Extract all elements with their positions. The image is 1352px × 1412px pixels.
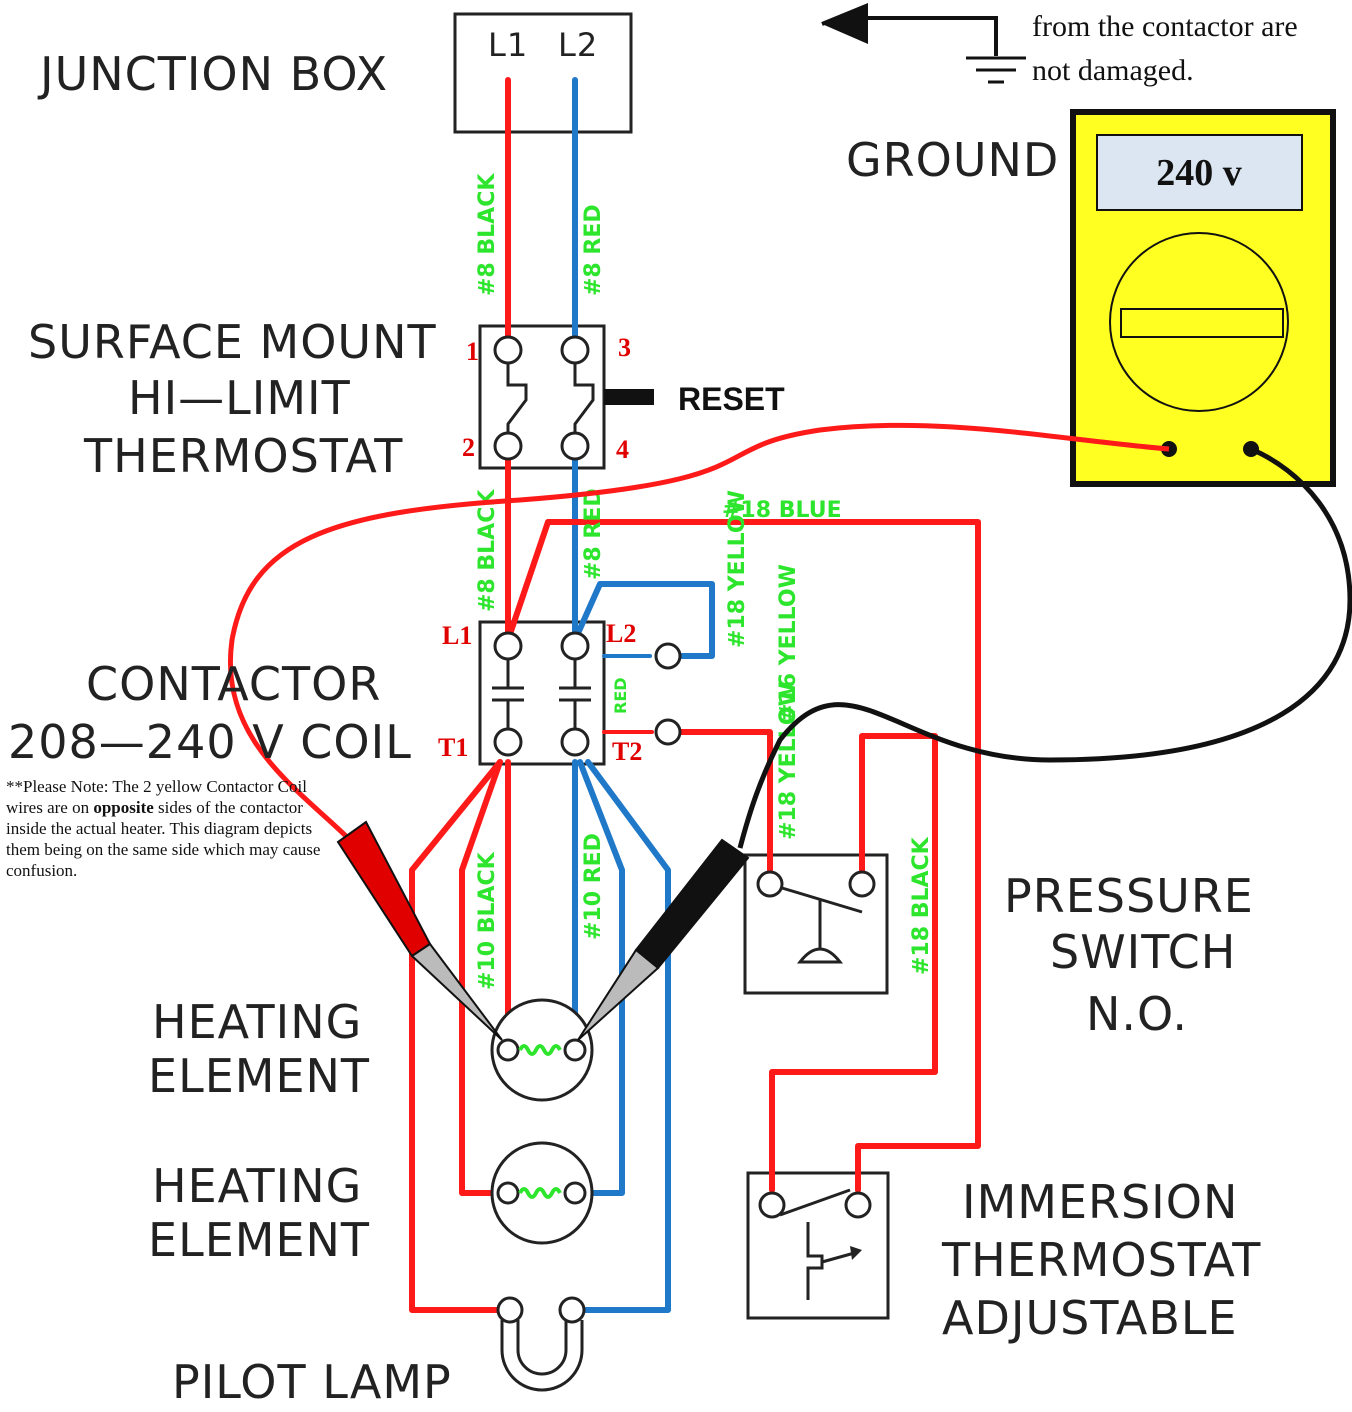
- reset-label: RESET: [678, 381, 785, 417]
- wire-label-8-black-mid: #8 BLACK: [475, 489, 500, 612]
- contactor-label-t1: T1: [438, 733, 468, 762]
- hi-limit-switch-left: [506, 363, 528, 433]
- wire-label-18-black: #18 BLACK: [909, 836, 934, 975]
- ground-icon: [966, 56, 1026, 84]
- contactor-coil-terminal-bottom: [654, 718, 682, 746]
- pressure-terminal-right: [848, 870, 876, 898]
- junction-box: [453, 12, 633, 134]
- label-switch: SWITCH: [1050, 925, 1236, 979]
- wire-t2-element-b: [577, 759, 625, 1196]
- heating-element-b: [490, 1141, 594, 1245]
- immersion-terminal-left: [758, 1191, 786, 1219]
- side-note-bold: opposite: [93, 798, 154, 817]
- wire-label-16-yellow: #16 YELLOW: [776, 564, 801, 722]
- hi-limit-terminal-2: [493, 431, 523, 461]
- hi-limit-label-1: 1: [466, 337, 479, 366]
- label-immersion: IMMERSION: [962, 1175, 1238, 1229]
- pressure-terminal-left: [756, 870, 784, 898]
- top-note-line1: from the contactor are: [1032, 10, 1298, 43]
- hi-limit-label-4: 4: [616, 435, 629, 464]
- label-ground: GROUND: [846, 133, 1059, 187]
- contactor-terminal-t2: [560, 727, 590, 757]
- immersion-switch-blade: [779, 1188, 851, 1217]
- contactor-terminal-l1: [493, 631, 523, 661]
- wire-label-10-red: #10 RED: [581, 833, 606, 940]
- wire-label-8-red-mid: #8 RED: [581, 488, 606, 580]
- wire-label-10-black: #10 BLACK: [475, 851, 500, 990]
- label-heating-element-a-2: ELEMENT: [148, 1049, 370, 1103]
- heating-element-a: [490, 998, 594, 1102]
- label-thermostat: THERMOSTAT: [83, 429, 403, 483]
- multimeter-display: [1096, 134, 1303, 211]
- label-contactor: CONTACTOR: [86, 657, 381, 711]
- label-heating-element-b-2: ELEMENT: [148, 1213, 370, 1267]
- side-note-part1: **Please Note: The 2 yellow Contactor Co…: [6, 777, 307, 817]
- hi-limit-terminal-4: [560, 431, 590, 461]
- multimeter-dial: [1109, 232, 1289, 412]
- wire-pressure-to-immersion: [769, 733, 938, 1193]
- contactor-label-t2: T2: [612, 737, 642, 766]
- black-probe: [577, 838, 750, 1041]
- hi-limit-terminal-3: [560, 335, 590, 365]
- label-immersion-thermostat: THERMOSTAT: [941, 1233, 1261, 1287]
- contactor-label-l1: L1: [442, 621, 472, 650]
- junction-terminal-l2: L2: [558, 26, 598, 64]
- label-hi-limit: HI—LIMIT: [128, 371, 351, 425]
- pressure-switch-blade: [781, 886, 863, 914]
- contactor-terminal-t1: [493, 727, 523, 757]
- red-probe-lead: [228, 422, 1170, 842]
- contactor-coil-terminal-top: [654, 642, 682, 670]
- label-pilot-lamp: PILOT LAMP: [172, 1355, 452, 1409]
- label-junction-box: JUNCTION BOX: [37, 47, 388, 101]
- contactor-terminal-l2: [560, 631, 590, 661]
- label-surface-mount: SURFACE MOUNT: [28, 315, 437, 369]
- wire-label-18-yellow-b: #18 YELLOW: [776, 682, 801, 840]
- label-heating-element-a-1: HEATING: [152, 995, 362, 1049]
- wire-label-8-red-top: #8 RED: [581, 204, 606, 296]
- wire-coil-to-pressure: [665, 729, 773, 883]
- black-probe-lead: [737, 446, 1352, 849]
- hi-limit-terminal-1: [493, 335, 523, 365]
- red-probe: [336, 820, 503, 1041]
- side-note: **Please Note: The 2 yellow Contactor Co…: [6, 776, 336, 881]
- label-adjustable: ADJUSTABLE: [942, 1291, 1238, 1345]
- hi-limit-switch-right: [573, 363, 595, 433]
- wire-label-8-black-top: #8 BLACK: [475, 173, 500, 296]
- label-no: N.O.: [1086, 987, 1188, 1041]
- label-pressure: PRESSURE: [1004, 869, 1254, 923]
- wire-label-18-blue: #18 BLUE: [722, 498, 842, 523]
- wire-t1-pilot: [409, 759, 503, 1313]
- hi-limit-label-3: 3: [618, 333, 631, 362]
- multimeter-dial-pointer: [1120, 308, 1284, 338]
- pressure-diaphragm-icon: [796, 947, 844, 964]
- immersion-arrow-icon: [850, 1246, 862, 1260]
- pilot-lamp-icon: [496, 1296, 586, 1392]
- wire-red-control-loop: [505, 519, 981, 1193]
- immersion-terminal-right: [844, 1191, 872, 1219]
- top-note-line2: not damaged.: [1032, 54, 1194, 87]
- side-note-part2: sides of the contactor inside the actual…: [6, 798, 321, 880]
- wire-label-18-yellow-a: #18 YELLOW: [725, 490, 750, 648]
- wire-t1-element-b: [459, 759, 503, 1196]
- contactor-contact-left: [492, 659, 524, 729]
- label-heating-element-b-1: HEATING: [152, 1159, 362, 1213]
- junction-terminal-l1: L1: [488, 26, 528, 64]
- ground-arrow-head: [822, 4, 868, 44]
- contactor-label-l2: L2: [606, 619, 636, 648]
- multimeter-reading: 240 v: [1156, 152, 1242, 194]
- hi-limit-label-2: 2: [462, 433, 475, 462]
- wire-label-red-coil: RED: [611, 677, 630, 714]
- label-coil-voltage: 208—240 V COIL: [8, 715, 412, 769]
- wire-t2-pilot: [579, 759, 671, 1313]
- reset-button: [604, 389, 654, 405]
- contactor-contact-right: [559, 659, 591, 729]
- wire-blue-coil: [572, 581, 715, 659]
